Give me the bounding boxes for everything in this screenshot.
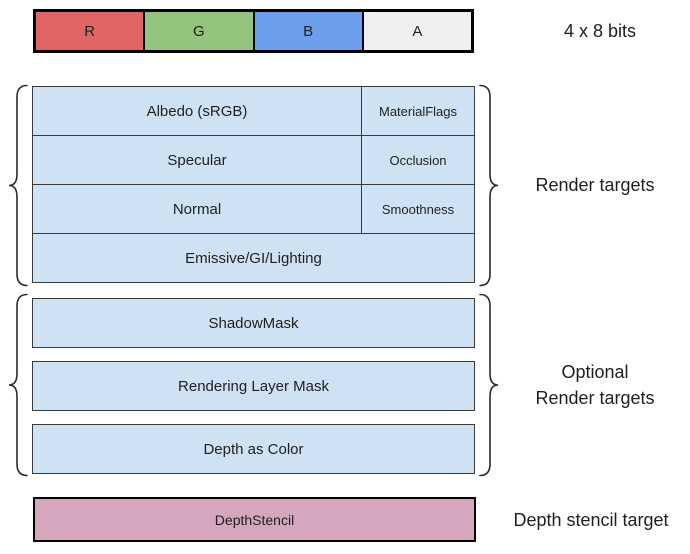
optional-render-targets-label: Optional Render targets — [500, 293, 690, 477]
depthstencil-label: DepthStencil — [214, 511, 295, 528]
render-targets-gbuffer: Albedo (sRGB) MaterialFlags Specular Occ… — [32, 86, 475, 283]
shadowmask-label: ShadowMask — [208, 314, 299, 332]
channel-g-cell: G — [143, 12, 253, 50]
channel-r-label: R — [84, 22, 96, 40]
channel-b-label: B — [303, 22, 314, 40]
smoothness-cell: Smoothness — [361, 185, 474, 233]
depth-stencil-target-label: Depth stencil target — [513, 509, 669, 530]
emissive-cell: Emissive/GI/Lighting — [185, 249, 322, 267]
normal-cell: Normal — [172, 200, 222, 218]
optional-label-line1: Optional — [561, 362, 629, 382]
rgba-channel-bar: R G B A — [33, 9, 474, 53]
curly-brace-left-optional-icon — [8, 293, 28, 477]
render-targets-label: Render targets — [535, 174, 655, 195]
albedo-cell: Albedo (sRGB) — [146, 102, 248, 120]
channel-a-label: A — [412, 22, 423, 40]
channel-g-label: G — [193, 22, 205, 40]
gbuffer-row-normal: Normal Smoothness — [33, 184, 474, 233]
rendering-layer-mask-box: Rendering Layer Mask — [32, 361, 475, 411]
optional-label-line2: Render targets — [535, 388, 655, 408]
depth-as-color-box: Depth as Color — [32, 424, 475, 474]
curly-brace-right-optional-icon — [479, 293, 499, 477]
specular-cell: Specular — [167, 151, 227, 169]
channel-a-cell: A — [361, 12, 471, 50]
depth-as-color-label: Depth as Color — [203, 440, 304, 458]
depthstencil-box: DepthStencil — [33, 497, 476, 542]
gbuffer-row-emissive: Emissive/GI/Lighting — [33, 233, 474, 282]
occlusion-cell: Occlusion — [361, 136, 474, 184]
rendering-layer-mask-label: Rendering Layer Mask — [178, 377, 329, 395]
gbuffer-row-specular: Specular Occlusion — [33, 135, 474, 184]
shadowmask-box: ShadowMask — [32, 298, 475, 348]
materialflags-cell: MaterialFlags — [361, 87, 474, 135]
gbuffer-row-albedo: Albedo (sRGB) MaterialFlags — [33, 87, 474, 135]
bits-caption: 4 x 8 bits — [563, 20, 637, 41]
curly-brace-left-render-targets-icon — [8, 84, 28, 287]
curly-brace-right-render-targets-icon — [479, 84, 499, 287]
channel-r-cell: R — [36, 12, 144, 50]
channel-b-cell: B — [252, 12, 362, 50]
